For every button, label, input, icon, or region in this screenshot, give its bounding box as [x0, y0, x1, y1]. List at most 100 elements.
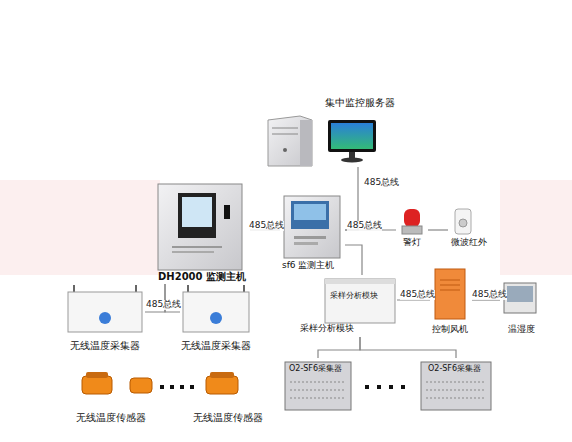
node-label: 采样分析模块: [300, 324, 354, 334]
host-node: sf6 监测主机: [280, 193, 345, 275]
server-node: 集中监控服务器: [262, 95, 390, 167]
node-label: 无线温度采集器: [181, 340, 251, 351]
bus-line: [318, 337, 360, 358]
module-node: 采样分析模块采样分析模块: [297, 275, 397, 337]
server-tower: [268, 116, 312, 166]
monitoring-host: [178, 193, 216, 238]
device-node: 控制风机: [430, 266, 472, 338]
wireless-collector: [135, 285, 137, 292]
gas-collector: [285, 362, 351, 410]
monitoring-host: [224, 205, 230, 219]
monitor: [349, 152, 355, 158]
gas-collector: [426, 398, 486, 399]
monitoring-host: [172, 246, 222, 248]
ellipsis-dots: [160, 385, 164, 389]
gas-collector: [290, 390, 346, 391]
monitor: [331, 123, 373, 149]
fan-cabinet: [435, 269, 465, 319]
wireless-collector: [73, 285, 75, 292]
node-label: 警灯: [403, 238, 421, 248]
background-band: [0, 180, 572, 275]
gas-collector: [421, 362, 491, 410]
ellipsis-dots: [160, 385, 405, 389]
node-label: O2-SF6采集器: [289, 365, 342, 374]
ellipsis-dots: [401, 385, 405, 389]
bus-label: 485总线: [400, 290, 435, 300]
fan-cabinet: [435, 269, 465, 319]
wireless-collector: [183, 292, 249, 332]
sf6-host: [294, 236, 326, 239]
ellipsis-dots: [190, 385, 194, 389]
ellipsis-dots: [377, 385, 381, 389]
humidity-meter: [504, 283, 536, 313]
sf6-host: [294, 204, 326, 220]
node-label: 集中监控服务器: [325, 97, 395, 108]
monitoring-host: [158, 184, 242, 270]
analysis-module: [325, 279, 395, 323]
server-tower: [272, 128, 298, 129]
wireless-collector: [187, 285, 189, 292]
node-label: DH2000 监测主机: [158, 271, 246, 282]
infrared-sensor: [455, 209, 471, 234]
fan-cabinet: [440, 290, 460, 291]
fan-cabinet: [440, 280, 460, 281]
wireless-collector: [99, 312, 111, 324]
node-label: 无线温度传感器: [76, 412, 146, 423]
monitor: [341, 158, 363, 163]
ellipsis-dots: [365, 385, 369, 389]
bus-line: [428, 229, 448, 230]
node-label: sf6 监测主机: [282, 261, 334, 271]
humidity-meter: [504, 283, 536, 313]
bus-line: [318, 337, 360, 358]
monitor: [328, 120, 376, 152]
sensor-node: 无线温度传感器: [190, 370, 265, 426]
sf6-host: [291, 201, 329, 229]
collector-node: O2-SF6采集器: [283, 358, 353, 413]
gas-collector: [290, 382, 346, 383]
ellipsis-dots: [389, 385, 393, 389]
bus-label: 485总线: [146, 300, 181, 310]
sf6-host: [294, 242, 318, 245]
bus-label: 485总线: [347, 221, 382, 231]
server-tower: [268, 116, 312, 166]
monitoring-host: [172, 251, 214, 253]
sf6-host: [284, 196, 340, 258]
ellipsis-dots: [170, 385, 174, 389]
temperature-sensor: [130, 378, 152, 393]
server-tower: [272, 134, 298, 135]
device-node: 微波红外: [448, 203, 492, 251]
node-label: 温湿度: [508, 325, 535, 335]
wireless-collector: [210, 312, 222, 324]
device-node: 警灯: [396, 203, 428, 251]
server-tower: [283, 148, 287, 152]
host-node: DH2000 监测主机: [155, 182, 250, 284]
monitor: [328, 120, 376, 163]
bus-label: 485总线: [472, 290, 507, 300]
device-node: 温湿度: [500, 280, 544, 338]
bus-label: 485总线: [364, 178, 399, 188]
analysis-module: [325, 279, 395, 284]
gas-collector: [290, 398, 346, 399]
background-band: [0, 180, 160, 275]
node-label: 微波红外: [451, 238, 487, 248]
node-label: O2-SF6采集器: [428, 365, 481, 374]
node-label: 采样分析模块: [330, 292, 378, 301]
bus-line: [428, 230, 448, 231]
gas-collector: [426, 382, 486, 383]
temperature-sensor: [86, 372, 108, 378]
infrared-sensor: [455, 209, 471, 234]
monitoring-host: [182, 197, 212, 227]
wireless-collector: [68, 292, 142, 332]
collector-node: 无线温度采集器: [180, 288, 252, 354]
background-band: [500, 180, 572, 275]
gas-collector: [426, 390, 486, 391]
collector-node: O2-SF6采集器: [420, 358, 492, 413]
bus-line: [360, 337, 456, 358]
wireless-collector: [68, 285, 249, 332]
sf6-host: [284, 196, 340, 258]
infrared-sensor: [459, 219, 467, 227]
node-label: 无线温度采集器: [70, 340, 140, 351]
